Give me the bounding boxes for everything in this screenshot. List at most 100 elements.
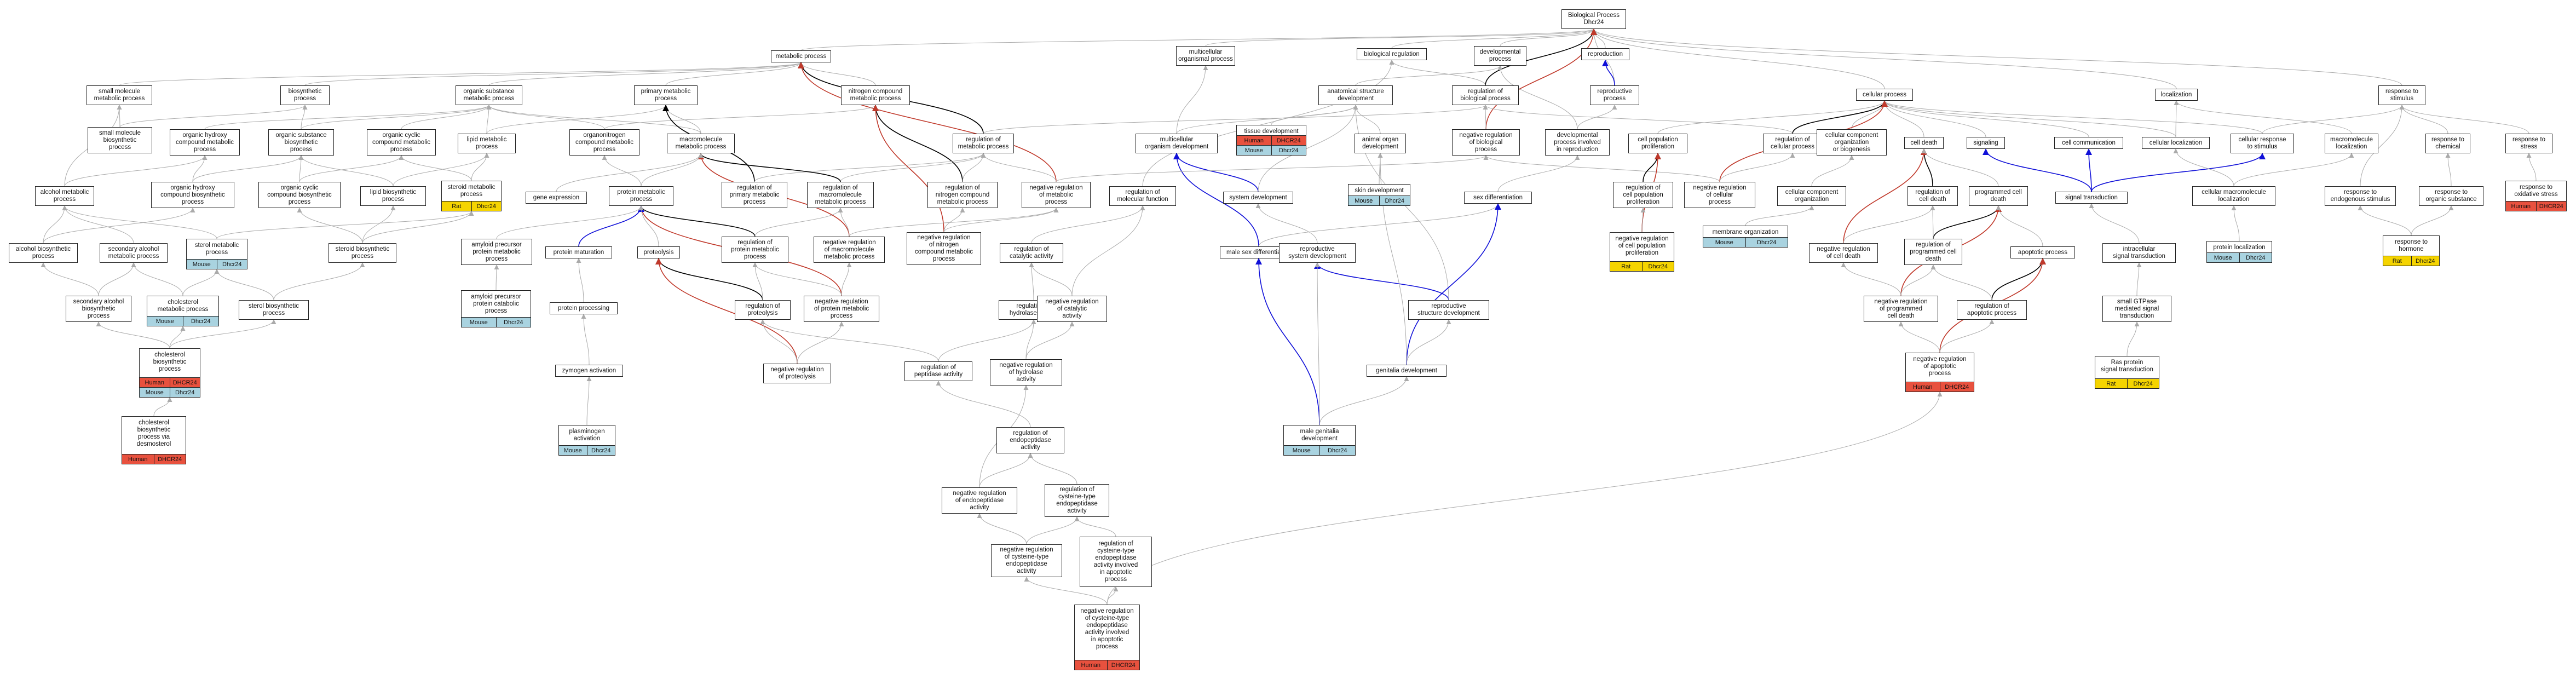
go-term-negative-regulation-of-cysteine-type-endopeptidase-activity-involved-in-apoptotic-process[interactable]: negative regulation of cysteine-type end… (1074, 605, 1140, 670)
go-term-system-development[interactable]: system development (1223, 192, 1293, 204)
go-term-negative-regulation-of-cysteine-type-endopeptidase-activity[interactable]: negative regulation of cysteine-type end… (991, 544, 1062, 577)
go-term-regulation-of-catalytic-activity[interactable]: regulation of catalytic activity (1000, 243, 1063, 263)
go-term-cellular-component-organization-or-biogenesis[interactable]: cellular component organization or bioge… (1817, 129, 1887, 156)
go-term-lipid-biosynthetic-process[interactable]: lipid biosynthetic process (360, 186, 426, 206)
go-term-organic-hydroxy-compound-metabolic-process[interactable]: organic hydroxy compound metabolic proce… (170, 129, 240, 156)
go-term-secondary-alcohol-biosynthetic-process[interactable]: secondary alcohol biosynthetic process (66, 296, 131, 322)
go-term-signaling[interactable]: signaling (1967, 137, 2005, 149)
go-term-small-gtpase-mediated-signal-transduction[interactable]: small GTPase mediated signal transductio… (2102, 296, 2171, 322)
go-term-negative-regulation-of-catalytic-activity[interactable]: negative regulation of catalytic activit… (1037, 296, 1107, 322)
go-term-reproductive-process[interactable]: reproductive process (1590, 85, 1639, 105)
go-term-regulation-of-cell-population-proliferation[interactable]: regulation of cell population proliferat… (1613, 182, 1673, 208)
go-term-regulation-of-peptidase-activity[interactable]: regulation of peptidase activity (904, 361, 972, 381)
go-term-lipid-metabolic-process[interactable]: lipid metabolic process (458, 134, 516, 153)
go-term-regulation-of-cellular-process[interactable]: regulation of cellular process (1763, 134, 1822, 153)
go-term-regulation-of-cell-death[interactable]: regulation of cell death (1907, 186, 1958, 206)
go-term-multicellular-organismal-process[interactable]: multicellular organismal process (1176, 46, 1235, 66)
go-term-genitalia-development[interactable]: genitalia development (1367, 365, 1447, 377)
go-term-developmental-process-involved-in-reproduction[interactable]: developmental process involved in reprod… (1545, 129, 1610, 156)
go-term-macromolecule-localization[interactable]: macromolecule localization (2325, 134, 2378, 153)
go-term-response-to-stress[interactable]: response to stress (2505, 134, 2552, 153)
go-term-multicellular-organism-development[interactable]: multicellular organism development (1136, 134, 1218, 153)
go-term-negative-regulation-of-programmed-cell-death[interactable]: negative regulation of programmed cell d… (1864, 296, 1938, 322)
go-term-reproductive-structure-development[interactable]: reproductive structure development (1408, 300, 1489, 320)
go-term-steroid-biosynthetic-process[interactable]: steroid biosynthetic process (329, 243, 396, 263)
go-term-amyloid-precursor-protein-catabolic-process[interactable]: amyloid precursor protein catabolic proc… (461, 290, 531, 327)
go-term-regulation-of-programmed-cell-death[interactable]: regulation of programmed cell death (1904, 239, 1962, 265)
go-term-organic-cyclic-compound-biosynthetic-process[interactable]: organic cyclic compound biosynthetic pro… (258, 182, 341, 208)
go-term-alcohol-biosynthetic-process[interactable]: alcohol biosynthetic process (9, 243, 78, 263)
go-term-negative-regulation-of-hydrolase-activity[interactable]: negative regulation of hydrolase activit… (990, 359, 1062, 386)
go-term-organic-substance-metabolic-process[interactable]: organic substance metabolic process (456, 85, 522, 105)
go-term-regulation-of-endopeptidase-activity[interactable]: regulation of endopeptidase activity (996, 427, 1064, 453)
go-term-organic-cyclic-compound-metabolic-process[interactable]: organic cyclic compound metabolic proces… (367, 129, 436, 156)
go-term-cell-communication[interactable]: cell communication (2054, 137, 2123, 149)
go-term-cell-population-proliferation[interactable]: cell population proliferation (1628, 134, 1687, 153)
go-term-alcohol-metabolic-process[interactable]: alcohol metabolic process (35, 186, 94, 206)
go-term-negative-regulation-of-cell-population-proliferation[interactable]: negative regulation of cell population p… (1610, 232, 1674, 272)
go-term-signal-transduction[interactable]: signal transduction (2055, 192, 2128, 204)
go-term-biological-regulation[interactable]: biological regulation (1357, 48, 1427, 60)
go-term-negative-regulation-of-biological-process[interactable]: negative regulation of biological proces… (1452, 129, 1520, 156)
go-term-regulation-of-apoptotic-process[interactable]: regulation of apoptotic process (1957, 300, 2027, 320)
go-term-negative-regulation-of-cellular-process[interactable]: negative regulation of cellular process (1684, 182, 1755, 208)
go-term-apoptotic-process[interactable]: apoptotic process (2010, 246, 2075, 258)
go-term-response-to-endogenous-stimulus[interactable]: response to endogenous stimulus (2325, 186, 2396, 206)
go-term-response-to-organic-substance[interactable]: response to organic substance (2419, 186, 2483, 206)
go-term-negative-regulation-of-protein-metabolic-process[interactable]: negative regulation of protein metabolic… (804, 296, 879, 322)
go-term-regulation-of-metabolic-process[interactable]: regulation of metabolic process (953, 134, 1014, 153)
go-term-metabolic-process[interactable]: metabolic process (771, 50, 831, 62)
go-term-localization[interactable]: localization (2155, 89, 2198, 101)
go-term-organonitrogen-compound-metabolic-process[interactable]: organonitrogen compound metabolic proces… (569, 129, 639, 156)
go-term-gene-expression[interactable]: gene expression (526, 192, 587, 204)
go-term-sterol-biosynthetic-process[interactable]: sterol biosynthetic process (239, 300, 309, 320)
go-term-animal-organ-development[interactable]: animal organ development (1355, 134, 1406, 153)
go-term-small-molecule-biosynthetic-process[interactable]: small molecule biosynthetic process (88, 127, 152, 153)
go-term-developmental-process[interactable]: developmental process (1474, 46, 1526, 66)
go-term-protein-processing[interactable]: protein processing (550, 302, 618, 314)
go-term-negative-regulation-of-macromolecule-metabolic-process[interactable]: negative regulation of macromolecule met… (814, 237, 885, 263)
go-term-biosynthetic-process[interactable]: biosynthetic process (280, 85, 330, 105)
go-term-proteolysis[interactable]: proteolysis (637, 246, 680, 258)
go-term-zymogen-activation[interactable]: zymogen activation (555, 365, 623, 377)
go-term-protein-metabolic-process[interactable]: protein metabolic process (609, 186, 673, 206)
go-term-negative-regulation-of-nitrogen-compound-metabolic-process[interactable]: negative regulation of nitrogen compound… (907, 232, 981, 265)
go-term-regulation-of-cysteine-type-endopeptidase-activity-involved-in-apoptotic-process[interactable]: regulation of cysteine-type endopeptidas… (1080, 537, 1152, 587)
go-term-reproduction[interactable]: reproduction (1581, 48, 1629, 60)
go-term-cellular-macromolecule-localization[interactable]: cellular macromolecule localization (2192, 186, 2275, 206)
go-term-negative-regulation-of-endopeptidase-activity[interactable]: negative regulation of endopeptidase act… (942, 487, 1017, 514)
go-term-response-to-chemical[interactable]: response to chemical (2425, 134, 2470, 153)
go-term-regulation-of-cysteine-type-endopeptidase-activity[interactable]: regulation of cysteine-type endopeptidas… (1045, 484, 1109, 517)
go-term-negative-regulation-of-proteolysis[interactable]: negative regulation of proteolysis (763, 364, 831, 383)
go-term-regulation-of-nitrogen-compound-metabolic-process[interactable]: regulation of nitrogen compound metaboli… (927, 182, 998, 208)
go-term-biological-process[interactable]: Biological Process Dhcr24 (1561, 9, 1626, 29)
go-term-regulation-of-proteolysis[interactable]: regulation of proteolysis (735, 300, 791, 320)
go-term-cellular-response-to-stimulus[interactable]: cellular response to stimulus (2231, 134, 2294, 153)
go-term-regulation-of-macromolecule-metabolic-process[interactable]: regulation of macromolecule metabolic pr… (807, 182, 874, 208)
go-term-macromolecule-metabolic-process[interactable]: macromolecule metabolic process (667, 134, 735, 153)
go-term-programmed-cell-death[interactable]: programmed cell death (1969, 186, 2028, 206)
go-term-cholesterol-biosynthetic-process-via-desmosterol[interactable]: cholesterol biosynthetic process via des… (122, 416, 186, 464)
go-term-small-molecule-metabolic-process[interactable]: small molecule metabolic process (87, 85, 152, 105)
go-term-organic-substance-biosynthetic-process[interactable]: organic substance biosynthetic process (268, 129, 334, 156)
go-term-intracellular-signal-transduction[interactable]: intracellular signal transduction (2102, 243, 2176, 263)
go-term-primary-metabolic-process[interactable]: primary metabolic process (634, 85, 698, 105)
go-term-regulation-of-protein-metabolic-process[interactable]: regulation of protein metabolic process (722, 237, 788, 263)
go-term-response-to-stimulus[interactable]: response to stimulus (2378, 85, 2425, 105)
go-term-nitrogen-compound-metabolic-process[interactable]: nitrogen compound metabolic process (841, 85, 910, 105)
go-term-anatomical-structure-development[interactable]: anatomical structure development (1318, 85, 1393, 105)
go-term-negative-regulation-of-metabolic-process[interactable]: negative regulation of metabolic process (1022, 182, 1091, 208)
